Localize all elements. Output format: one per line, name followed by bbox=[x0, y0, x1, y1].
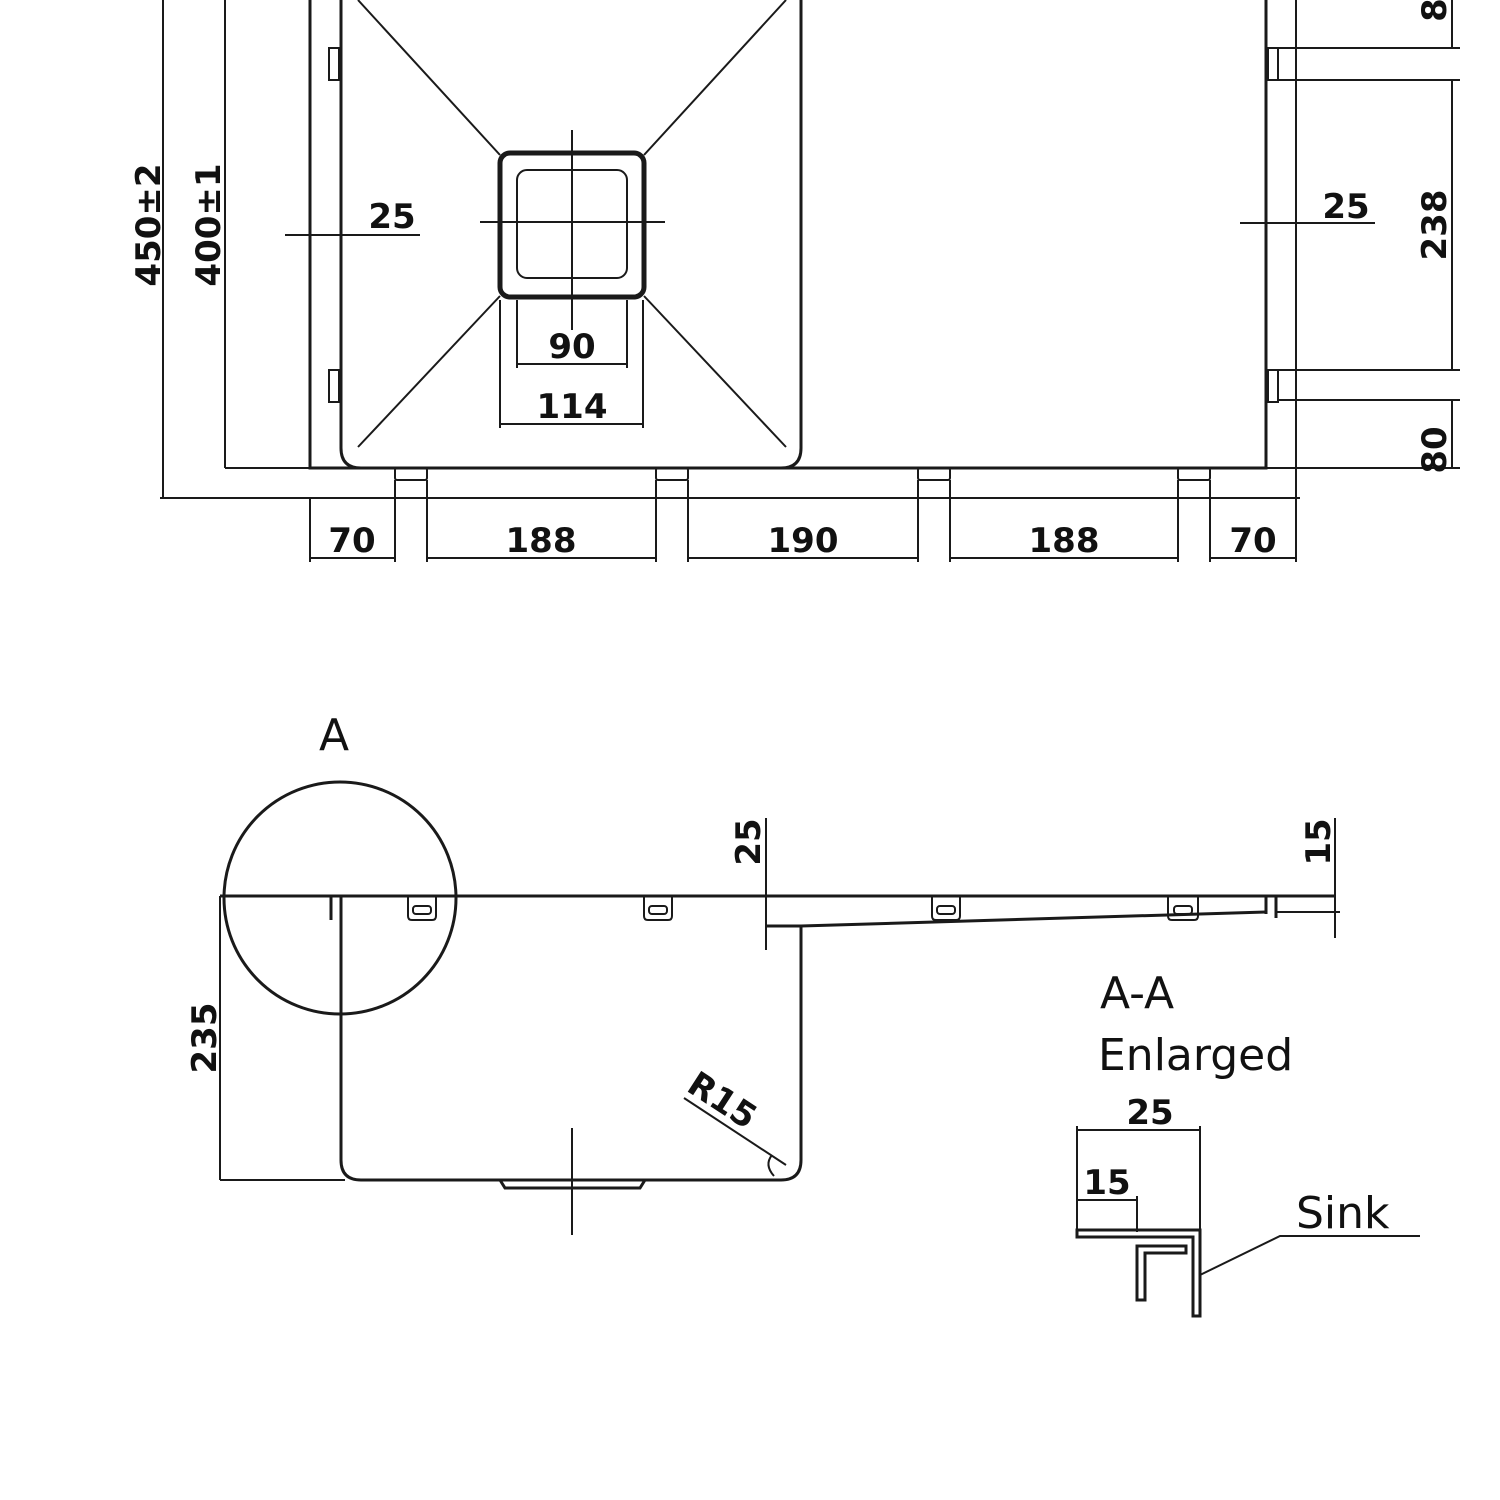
slope-line bbox=[643, 295, 787, 448]
dim-clip-spacing-top: 8 bbox=[1415, 0, 1455, 22]
mount-clip bbox=[1267, 47, 1279, 81]
mount-clip bbox=[407, 896, 437, 921]
slope-line bbox=[643, 0, 787, 156]
mount-clip bbox=[1167, 896, 1199, 921]
dim-drain-outer: 114 bbox=[537, 387, 608, 427]
detail-marker-label: A bbox=[319, 710, 349, 761]
mount-clip bbox=[917, 467, 951, 481]
radius-arc bbox=[767, 1154, 775, 1177]
dim-clip-spacing-bottom: 80 bbox=[1415, 426, 1455, 473]
enlarged-detail: A-A Enlarged 25 15 Sink bbox=[1075, 968, 1420, 1318]
mount-clip bbox=[936, 905, 956, 915]
bottom-dimension-chain bbox=[309, 480, 1297, 562]
bowl-outline bbox=[339, 0, 803, 470]
sink-callout-label: Sink bbox=[1296, 1188, 1390, 1239]
mount-clip bbox=[648, 905, 668, 915]
mount-clip bbox=[931, 896, 961, 921]
detail-title-line2: Enlarged bbox=[1098, 1030, 1293, 1081]
dim-detail-inner: 15 bbox=[1083, 1163, 1130, 1203]
sink-outer-outline bbox=[308, 0, 1268, 470]
slope-line bbox=[357, 0, 501, 156]
dim-flange-drop-right: 15 bbox=[1299, 818, 1339, 865]
mount-clip bbox=[328, 47, 340, 81]
sink-callout-leader bbox=[1199, 1235, 1420, 1276]
dim-bottom-3: 190 bbox=[768, 521, 839, 561]
dim-flange-drop-left: 25 bbox=[729, 818, 769, 865]
radius-leader bbox=[683, 1097, 787, 1166]
mount-clip bbox=[394, 467, 428, 481]
dim-detail-outer: 25 bbox=[1126, 1093, 1173, 1133]
mount-clip bbox=[655, 467, 689, 481]
clip-profile bbox=[1135, 1244, 1188, 1302]
mount-clip bbox=[412, 905, 432, 915]
mount-clip bbox=[1173, 905, 1193, 915]
dim-bottom-4: 188 bbox=[1029, 521, 1100, 561]
dim-bottom-2: 188 bbox=[506, 521, 577, 561]
dim-bottom-1: 70 bbox=[328, 521, 375, 561]
dim-bowl-height: 235 bbox=[185, 1003, 225, 1074]
mount-clip bbox=[1177, 467, 1211, 481]
dim-bottom-5: 70 bbox=[1229, 521, 1276, 561]
mount-clip bbox=[1267, 369, 1279, 403]
dim-drain-inner: 90 bbox=[548, 327, 595, 367]
detail-title-line1: A-A bbox=[1100, 968, 1174, 1019]
mount-clip bbox=[328, 369, 340, 403]
dim-corner-radius: R15 bbox=[680, 1064, 763, 1138]
dim-overall-depth: 450±2 bbox=[129, 163, 169, 286]
flange-profile bbox=[1075, 1228, 1202, 1318]
mount-clip bbox=[643, 896, 673, 921]
dim-right-offset: 25 bbox=[1322, 187, 1369, 227]
dim-left-offset: 25 bbox=[368, 197, 415, 237]
plan-view: 450±2 400±1 25 25 90 114 8 238 80 bbox=[129, 0, 1460, 562]
slope-line bbox=[357, 295, 501, 448]
dim-clip-spacing-mid: 238 bbox=[1415, 190, 1455, 261]
dim-bowl-depth: 400±1 bbox=[189, 163, 229, 286]
